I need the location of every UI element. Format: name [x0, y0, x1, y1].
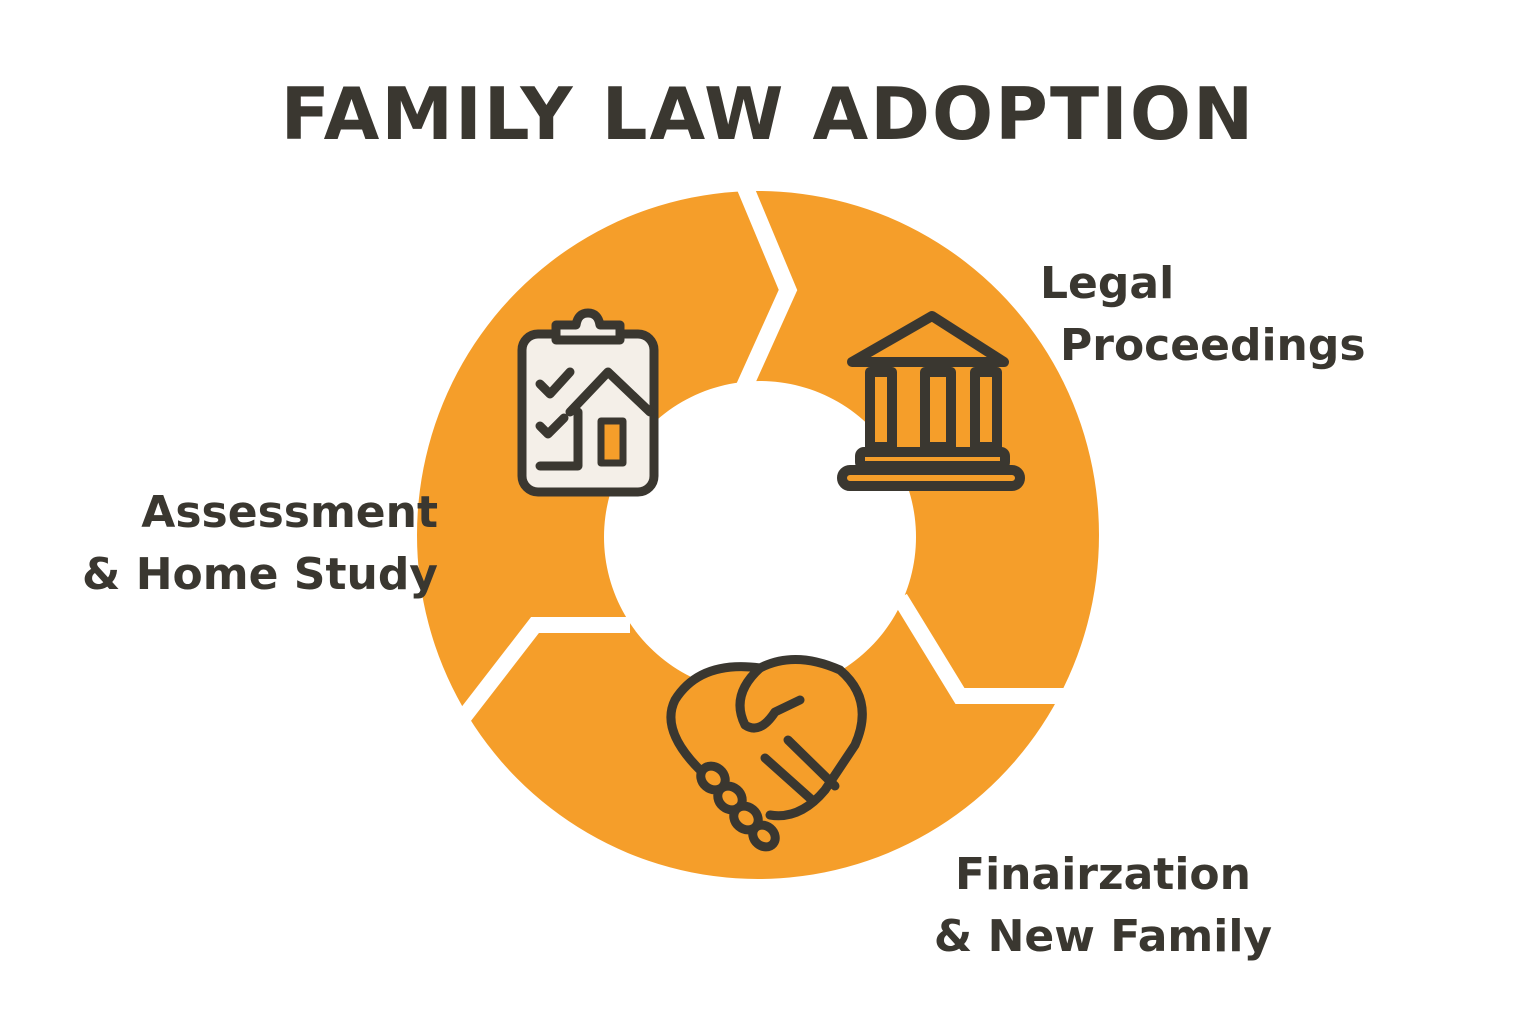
page-title: FAMILY LAW ADOPTION	[280, 72, 1256, 156]
step-label-line: & New Family	[933, 911, 1273, 962]
segment-divider-top	[732, 171, 798, 396]
step-label-legal: Legal Proceedings	[1040, 253, 1366, 377]
handshake-icon	[666, 655, 867, 852]
step-label-finalization: Finairzation & New Family	[928, 844, 1278, 968]
step-label-line: & Home Study	[82, 549, 438, 600]
step-label-line: Assessment	[141, 487, 438, 538]
step-label-assessment: Assessment & Home Study	[78, 482, 438, 606]
step-label-line: Proceedings	[1060, 320, 1366, 371]
courthouse-icon	[837, 311, 1025, 491]
step-label-line: Finairzation	[955, 849, 1251, 900]
segment-divider-right	[893, 593, 1080, 704]
clipboard-house-icon	[517, 308, 659, 497]
step-label-line: Legal	[1040, 258, 1175, 309]
segment-divider-left	[453, 617, 630, 727]
